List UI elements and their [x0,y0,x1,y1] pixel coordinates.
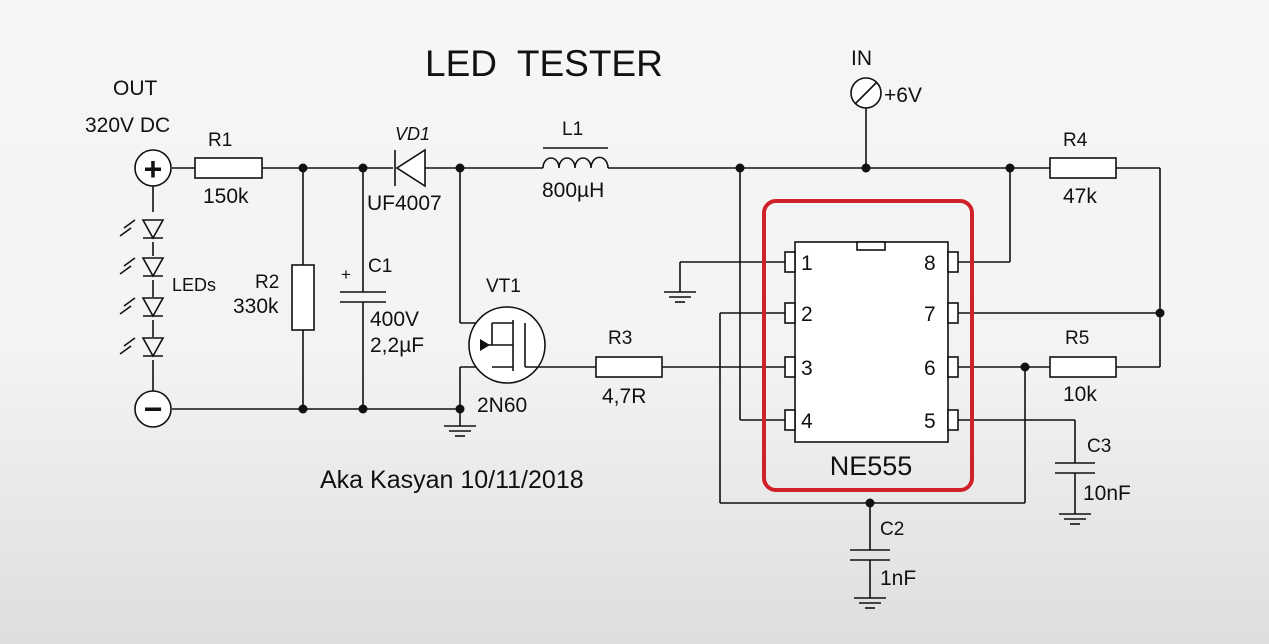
input-voltage: +6V [884,84,922,107]
output-voltage: 320V DC [85,114,170,137]
vd1-value: UF4007 [367,192,442,215]
ic-name: NE555 [830,451,913,481]
ground-icon [1059,513,1091,525]
c2-value: 1nF [880,567,916,590]
r3-ref: R3 [608,328,632,349]
ic-pin-1 [784,251,796,273]
resistor-r2: R2 330k [233,264,315,331]
c3-ref: C3 [1087,436,1111,457]
ic-highlight-box [762,199,974,492]
positive-terminal-icon [134,149,172,187]
output-label: OUT [113,77,158,100]
c1-voltage: 400V [370,308,419,331]
r3-value: 4,7R [602,385,646,408]
l1-ref: L1 [562,119,583,140]
junction-dots [298,163,1165,508]
c1-polarity: + [341,265,351,284]
resistor-r3: R3 4,7R [595,328,663,408]
vt1-value: 2N60 [477,394,527,417]
r4-value: 47k [1063,185,1097,208]
ne555-chip: 1 2 3 4 8 7 6 5 NE555 [784,241,959,481]
pin-number: 3 [801,357,813,380]
ground-icon [854,597,886,609]
capacitor-c3: C3 10nF [1055,436,1131,505]
diagram-title: LED TESTER [425,43,663,84]
vt1-ref: VT1 [486,276,521,297]
author-credit: Aka Kasyan 10/11/2018 [320,466,584,494]
r4-ref: R4 [1063,130,1088,151]
resistor-r5: R5 10k [1049,328,1117,406]
diode-vd1: VD1 UF4007 [367,124,442,215]
led-3 [119,297,165,318]
c1-value: 2,2µF [370,334,424,357]
r2-ref: R2 [255,272,279,293]
ic-pin-3 [784,356,796,378]
pin-number: 5 [924,410,936,433]
resistor-r1: R1 150k [194,130,263,208]
ic-pin-5 [947,409,959,431]
input-terminal: IN +6V [850,47,922,109]
led-1 [119,219,165,240]
capacitor-c1: + C1 400V 2,2µF [340,256,424,357]
ground-icon [444,425,476,437]
mosfet-vt1: VT1 2N60 [468,276,546,417]
inductor-l1: L1 800µH [542,119,609,202]
c1-ref: C1 [368,256,392,277]
wires [152,104,1161,598]
pin-number: 7 [924,303,936,326]
c2-ref: C2 [880,519,904,540]
led-string: LEDs [119,219,216,358]
ic-pin-6 [947,356,959,378]
capacitor-c2: C2 1nF [850,519,916,590]
led-2 [119,257,165,278]
ic-pin-2 [784,302,796,324]
output-terminal: OUT 320V DC + − [85,77,172,428]
vd1-ref: VD1 [395,124,430,144]
minus-sign: − [144,391,163,427]
pin-number: 6 [924,357,936,380]
led-4 [119,337,165,358]
r2-value: 330k [233,295,279,318]
pin-number: 2 [801,303,813,326]
pin-number: 4 [801,410,813,433]
plus-sign: + [144,151,163,187]
input-label: IN [851,47,872,70]
r1-value: 150k [203,185,249,208]
ground-icon [664,291,696,303]
ic-pin-4 [784,409,796,431]
r5-ref: R5 [1065,328,1089,349]
r5-value: 10k [1063,383,1097,406]
c3-value: 10nF [1083,482,1131,505]
r1-ref: R1 [208,130,232,151]
ic-pin-8 [947,251,959,273]
negative-terminal-icon [134,390,172,428]
leds-label: LEDs [172,275,216,295]
resistor-r4: R4 47k [1049,130,1117,208]
pin-number: 1 [801,252,813,275]
ic-pin-7 [947,302,959,324]
pin-number: 8 [924,252,936,275]
l1-value: 800µH [542,179,604,202]
